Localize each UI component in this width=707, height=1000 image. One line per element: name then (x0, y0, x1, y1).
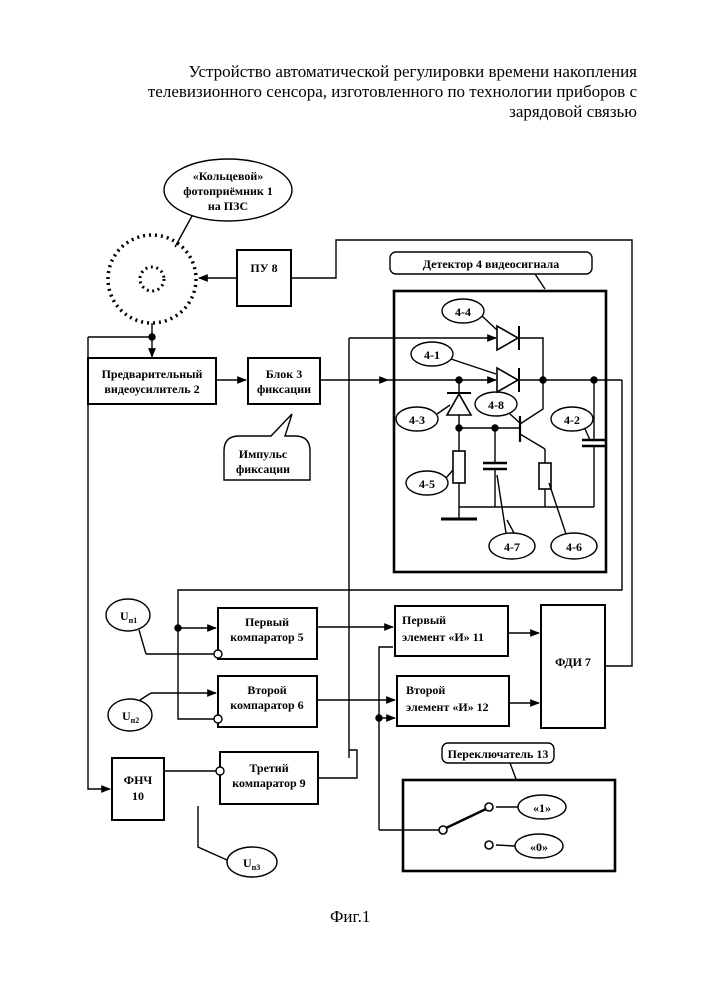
svg-text:Блок 3: Блок 3 (266, 367, 302, 381)
callout-4-6: 4-6 (549, 483, 597, 559)
svg-text:Импульс: Импульс (239, 447, 288, 461)
svg-text:4-7: 4-7 (504, 540, 520, 554)
un1-callout: Uп1 (106, 599, 150, 654)
photoreceiver (108, 235, 196, 323)
svg-text:элемент «И» 11: элемент «И» 11 (402, 630, 484, 644)
comparator-6: Второй компаратор 6 (214, 676, 317, 727)
svg-text:ФНЧ: ФНЧ (124, 773, 153, 787)
callout-4-8: 4-8 (475, 392, 521, 424)
lowpass-filter-block: ФНЧ 10 (112, 758, 164, 820)
svg-text:ФДИ 7: ФДИ 7 (555, 655, 591, 669)
comparator-5: Первый компаратор 5 (214, 608, 317, 659)
svg-text:Uп3: Uп3 (243, 856, 260, 872)
svg-text:Uп2: Uп2 (122, 709, 139, 725)
comparator-9: Третий компаратор 9 (216, 752, 318, 804)
callout-4-4: 4-4 (442, 299, 497, 330)
callout-4-5: 4-5 (406, 470, 453, 495)
pu8-block: ПУ 8 (237, 250, 291, 306)
switch-position-0-callout: «0» (496, 834, 563, 858)
clamp-pulse-callout: Импульс фиксации (224, 414, 310, 480)
svg-text:Детектор 4 видеосигнала: Детектор 4 видеосигнала (423, 257, 560, 271)
svg-text:компаратор 5: компаратор 5 (230, 630, 303, 644)
and-element-11: Первый элемент «И» 11 (395, 606, 508, 656)
svg-text:фиксации: фиксации (257, 382, 311, 396)
callout-4-2: 4-2 (551, 407, 593, 440)
svg-text:фиксации: фиксации (236, 462, 290, 476)
detector-callout: Детектор 4 видеосигнала (390, 252, 592, 289)
svg-text:4-3: 4-3 (409, 413, 425, 427)
svg-text:Второй: Второй (247, 683, 286, 697)
svg-text:4-8: 4-8 (488, 398, 504, 412)
svg-text:«1»: «1» (533, 801, 551, 815)
svg-text:4-5: 4-5 (419, 477, 435, 491)
wiring-top (88, 240, 632, 789)
svg-text:компаратор 9: компаратор 9 (232, 776, 305, 790)
svg-text:Переключатель 13: Переключатель 13 (448, 747, 549, 761)
svg-text:Второй: Второй (406, 683, 445, 697)
svg-text:ПУ 8: ПУ 8 (250, 261, 277, 275)
callout-4-7: 4-7 (489, 475, 535, 559)
photoreceiver-label-3: на ПЗС (208, 199, 248, 213)
svg-text:«0»: «0» (530, 840, 548, 854)
photoreceiver-callout: «Кольцевой» фотоприёмник 1 на ПЗС (164, 159, 292, 247)
svg-text:10: 10 (132, 789, 144, 803)
svg-text:компаратор 6: компаратор 6 (230, 698, 303, 712)
callout-4-3: 4-3 (396, 405, 450, 431)
svg-text:Третий: Третий (249, 761, 288, 775)
callout-4-1: 4-1 (411, 342, 496, 374)
svg-text:Uп1: Uп1 (120, 609, 137, 625)
svg-text:видеоусилитель 2: видеоусилитель 2 (104, 382, 199, 396)
figure-caption: Фиг.1 (330, 907, 370, 927)
svg-text:элемент «И» 12: элемент «И» 12 (406, 700, 489, 714)
un3-callout: Uп3 (198, 806, 277, 877)
svg-text:4-1: 4-1 (424, 348, 440, 362)
fdi7-block: ФДИ 7 (541, 605, 605, 728)
svg-text:Первый: Первый (245, 615, 289, 629)
photoreceiver-inner-ring (140, 267, 164, 291)
photoreceiver-outer-ring (108, 235, 196, 323)
switch-position-1-callout: «1» (496, 795, 566, 819)
and-element-12: Второй элемент «И» 12 (397, 676, 509, 726)
svg-text:4-2: 4-2 (564, 413, 580, 427)
preamp-block: Предварительный видеоусилитель 2 (88, 358, 216, 404)
svg-text:4-6: 4-6 (566, 540, 582, 554)
photoreceiver-label-1: «Кольцевой» (193, 169, 264, 183)
un2-callout: Uп2 (108, 693, 152, 731)
svg-text:4-4: 4-4 (455, 305, 471, 319)
svg-text:Первый: Первый (402, 613, 446, 627)
photoreceiver-label-2: фотоприёмник 1 (183, 184, 273, 198)
svg-text:Предварительный: Предварительный (102, 367, 203, 381)
clamp-block: Блок 3 фиксации (248, 358, 320, 404)
